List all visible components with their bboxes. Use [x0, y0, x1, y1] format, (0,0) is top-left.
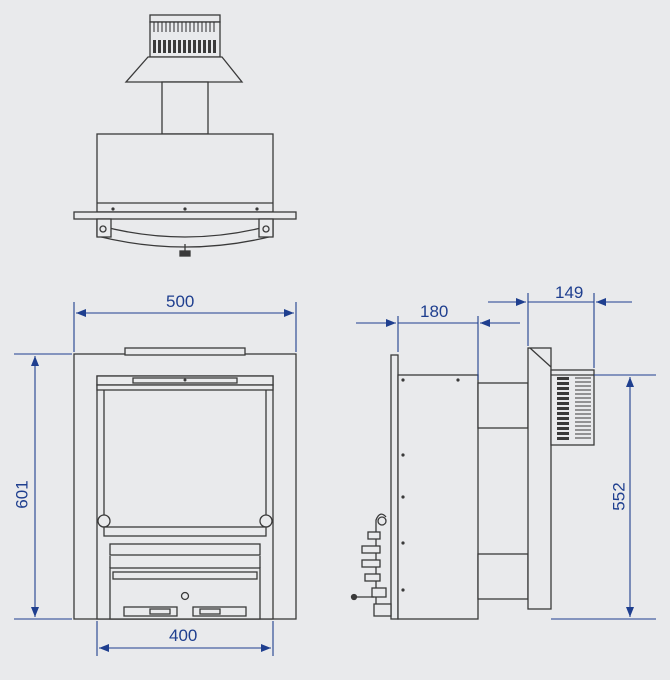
top-view-flue-cap — [149, 14, 221, 58]
side-view-flue-cap — [550, 369, 595, 446]
dimension-line-149 — [488, 293, 632, 368]
dimension-line-180 — [356, 316, 520, 380]
dimension-line-400 — [96, 621, 274, 656]
top-view-front-plate — [73, 211, 297, 220]
dimension-label-552: 552 — [609, 482, 629, 511]
side-view-body — [397, 374, 479, 620]
dimension-line-601 — [14, 353, 72, 620]
dimension-label-149: 149 — [555, 283, 584, 302]
top-view-flue-pipe — [161, 81, 209, 135]
top-view-curved-grate — [96, 219, 274, 248]
top-view-cone — [124, 56, 244, 83]
top-view-body — [96, 133, 274, 213]
side-view-front-plate — [390, 354, 399, 620]
dimension-line-552 — [551, 374, 656, 620]
side-view-rear-plate — [527, 347, 552, 610]
front-view — [73, 347, 297, 620]
dimension-label-601: 601 — [12, 480, 32, 509]
side-view — [350, 347, 595, 620]
dimension-label-500: 500 — [166, 292, 195, 311]
top-view-control-knob — [179, 244, 191, 257]
dimension-label-180: 180 — [420, 302, 449, 321]
dimension-label-400: 400 — [169, 626, 198, 645]
top-view — [73, 14, 297, 257]
dimension-line-500 — [73, 302, 297, 352]
